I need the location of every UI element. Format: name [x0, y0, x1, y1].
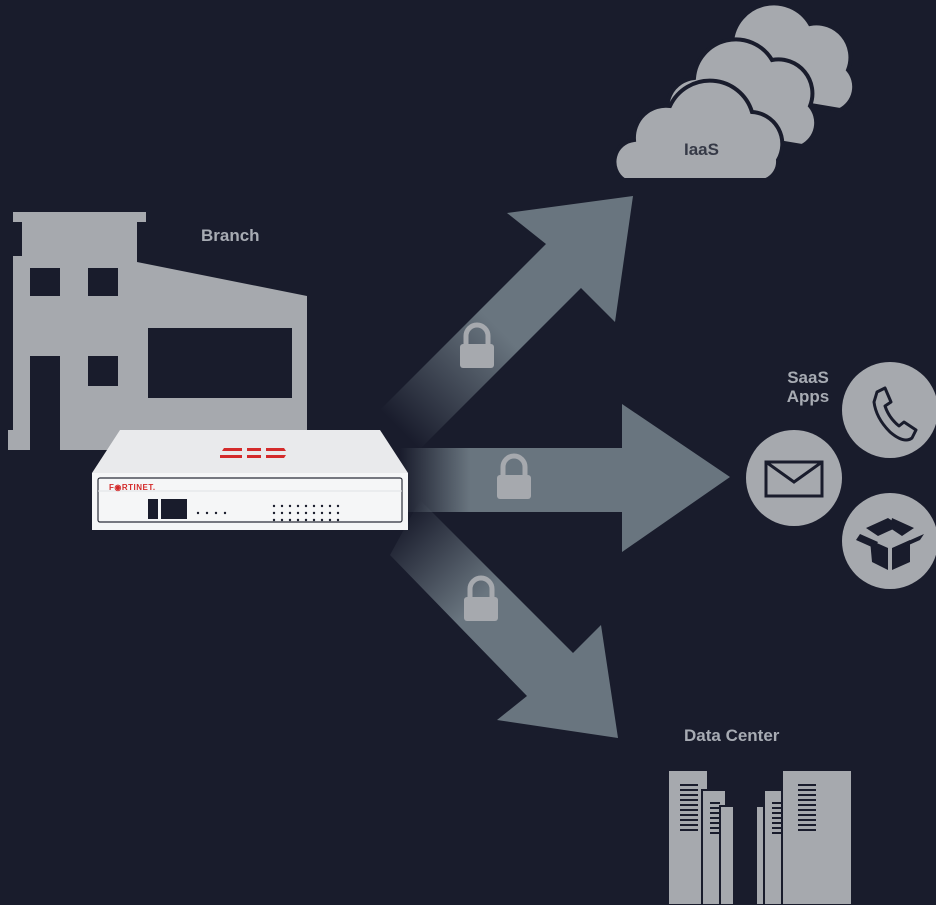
arrow-to-datacenter	[390, 500, 618, 738]
arrow-to-saas	[400, 404, 730, 552]
server-icon	[667, 769, 853, 905]
saas-label-line1: SaaS	[787, 368, 829, 387]
brand-logo	[220, 448, 286, 458]
phone-icon	[842, 362, 936, 458]
port-leds	[272, 504, 340, 522]
box-icon	[842, 493, 936, 589]
data-center-label: Data Center	[684, 726, 780, 745]
cloud-icon	[612, 1, 857, 182]
iaas-label: IaaS	[684, 140, 719, 159]
firewall-device	[92, 430, 408, 530]
branch-label: Branch	[201, 226, 260, 245]
lock-icon	[460, 322, 494, 368]
device-brand-text: F◉RTINET.	[109, 483, 156, 492]
saas-apps-label: SaaS Apps	[780, 368, 836, 406]
arrow-to-iaas	[380, 196, 633, 454]
saas-label-line2: Apps	[786, 387, 830, 406]
lock-icon	[464, 575, 498, 621]
mail-icon	[746, 430, 842, 526]
status-leds	[196, 511, 227, 515]
lock-icon	[497, 453, 531, 499]
building-icon	[8, 212, 307, 450]
